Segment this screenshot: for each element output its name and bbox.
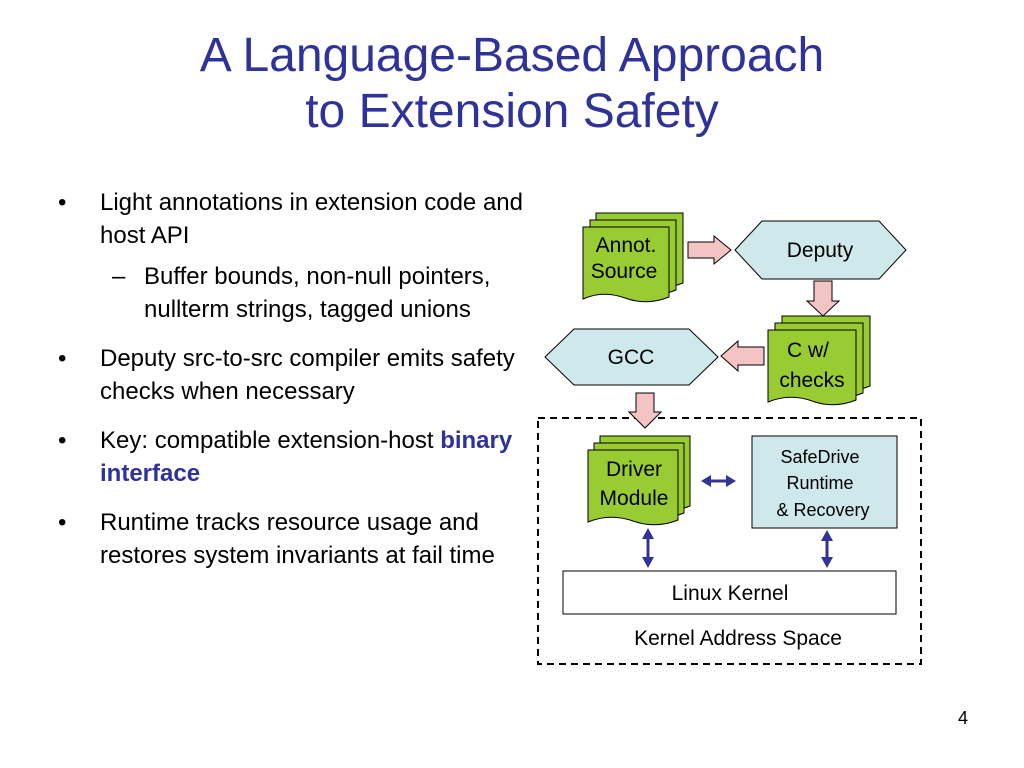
slide-title: A Language-Based Approach to Extension S… (0, 28, 1024, 140)
title-line-2: to Extension Safety (305, 85, 719, 138)
c-checks-label: checks (779, 369, 844, 392)
driver-module-doc: Driver Module (587, 435, 691, 526)
safedrive-label: SafeDrive (780, 447, 859, 467)
double-arrow-vertical (642, 528, 654, 568)
safedrive-runtime-node: SafeDrive Runtime & Recovery (751, 435, 898, 529)
deputy-label: Deputy (787, 239, 854, 262)
deputy-node: Deputy (734, 220, 907, 280)
title-line-1: A Language-Based Approach (199, 29, 825, 82)
bullet-text: Runtime tracks resource usage and restor… (100, 509, 495, 569)
safedrive-label: Runtime (786, 473, 853, 493)
page-number: 4 (957, 708, 968, 728)
double-arrow-vertical (821, 530, 833, 568)
bullet-text: Light annotations in extension code and … (100, 189, 523, 249)
kernel-space-label: Kernel Address Space (634, 627, 842, 650)
c-with-checks-doc: C w/ checks (767, 315, 871, 406)
sub-bullet-item: – Buffer bounds, non-null pointers, null… (112, 263, 491, 323)
bullet-item: • Key: compatible extension-host binary … (58, 427, 513, 487)
bullet-highlight: binary interface (100, 427, 513, 487)
driver-module-label: Driver (606, 458, 662, 481)
c-checks-label: C w/ (787, 339, 829, 362)
double-arrow-horizontal (701, 475, 736, 487)
gcc-node: GCC (544, 328, 719, 386)
architecture-diagram: Annot. Source Deputy C w/ checks GCC Dri… (537, 212, 922, 665)
arrow-down (627, 392, 663, 429)
sub-bullet-text: Buffer bounds, non-null pointers, nullte… (144, 263, 491, 323)
safedrive-label: & Recovery (776, 500, 869, 520)
annot-source-label: Source (591, 260, 658, 283)
annot-source-label: Annot. (596, 234, 657, 257)
bullet-item: • Light annotations in extension code an… (58, 189, 523, 249)
linux-kernel-node: Linux Kernel (562, 570, 897, 615)
driver-module-label: Module (600, 487, 669, 510)
gcc-label: GCC (608, 346, 655, 369)
bullet-item: • Runtime tracks resource usage and rest… (58, 509, 495, 569)
arrow-right (687, 234, 732, 266)
kernel-space-boundary (537, 417, 922, 665)
arrow-left (720, 339, 765, 373)
bullet-text: Deputy src-to-src compiler emits safety … (100, 345, 515, 405)
bullet-item: • Deputy src-to-src compiler emits safet… (58, 345, 515, 405)
annot-source-doc: Annot. Source (582, 212, 684, 303)
bullet-text: Key: compatible extension-host (100, 427, 434, 454)
linux-kernel-label: Linux Kernel (672, 582, 789, 605)
arrow-down (805, 280, 841, 317)
bullet-list: • Light annotations in extension code an… (56, 186, 526, 588)
